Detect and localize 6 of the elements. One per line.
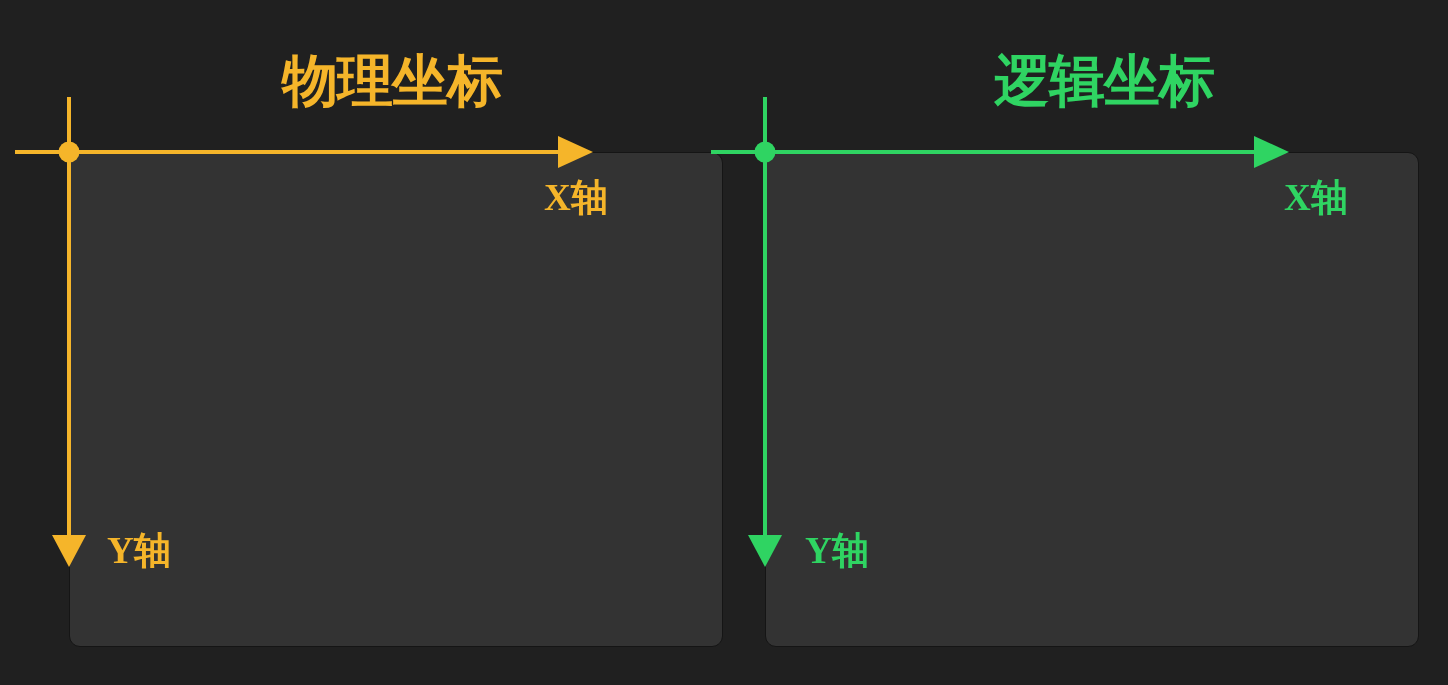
axis-label: Y轴 — [805, 532, 869, 569]
panel-title: 物理坐标 — [282, 53, 502, 109]
panel-title: 逻辑坐标 — [994, 53, 1214, 109]
axis-label: X轴 — [544, 179, 608, 216]
axis-label: X轴 — [1284, 179, 1348, 216]
axis-label: Y轴 — [107, 532, 171, 569]
